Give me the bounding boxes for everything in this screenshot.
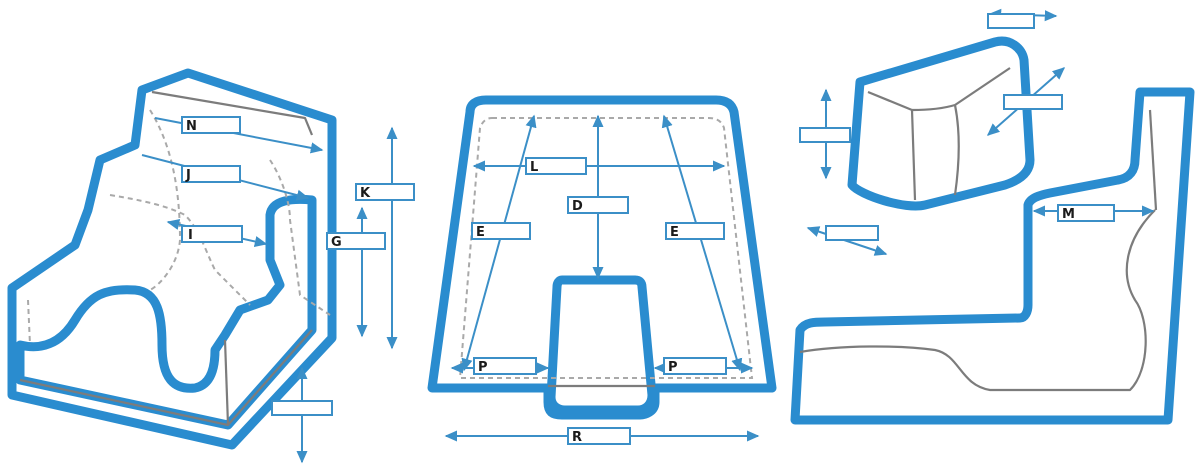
dim-label-m-text: M — [1062, 207, 1075, 222]
dim-label-l: L — [525, 157, 587, 175]
chaise-cushion-seat-shape — [799, 209, 1156, 392]
corner-cushion-back-top — [151, 90, 314, 136]
dim-label-p-right-text: P — [668, 360, 678, 375]
chaise-cushion-outline — [790, 87, 1195, 425]
bolster-cushion-side — [953, 104, 960, 196]
corner-cushion-seat-cutout — [15, 194, 317, 430]
dim-label-n-text: N — [186, 119, 197, 134]
chaise-cushion-back-top — [1148, 109, 1158, 211]
corner-cushion-seam-2 — [109, 194, 251, 306]
dim-label-d-text: D — [572, 199, 583, 214]
dim-bolster-height-box — [799, 127, 851, 143]
dim-label-e-right-text: E — [670, 225, 679, 240]
bench-cushion-inner-dashed — [458, 117, 754, 379]
corner-cushion-front-edge — [223, 339, 230, 426]
dim-label-m: M — [1057, 204, 1115, 222]
dim-e-left-line — [461, 114, 537, 372]
dim-label-k: K — [355, 183, 415, 201]
dim-label-e-right: E — [665, 222, 725, 240]
dim-label-d: D — [567, 196, 629, 214]
dim-label-j: J — [181, 165, 241, 183]
corner-cushion-seam-4 — [27, 299, 31, 346]
dim-label-g-text: G — [331, 235, 342, 250]
dim-label-r-text: R — [572, 430, 582, 445]
dim-width-box — [987, 13, 1035, 29]
dim-depth-box — [1003, 94, 1063, 110]
dim-label-e-left-text: E — [476, 225, 485, 240]
dim-label-i-text: I — [188, 228, 193, 243]
corner-cushion-seam-3 — [269, 159, 331, 316]
dim-label-p-left: P — [473, 357, 537, 375]
dim-label-g: G — [326, 232, 386, 250]
dim-label-p-right: P — [663, 357, 727, 375]
dim-label-k-text: K — [360, 186, 371, 201]
dim-label-l-text: L — [530, 160, 538, 175]
dim-label-i: I — [181, 225, 243, 243]
corner-cushion — [7, 68, 337, 450]
dim-label-e-left: E — [471, 222, 531, 240]
dim-angle-box — [825, 225, 879, 241]
bolster-cushion — [799, 8, 1066, 256]
dim-label-p-left-text: P — [478, 360, 488, 375]
dim-label-r: R — [567, 427, 631, 445]
dim-label-j-text: J — [185, 168, 191, 183]
bolster-cushion-outline — [847, 36, 1035, 211]
bench-cushion-center-cutout — [546, 275, 657, 415]
dim-label-n: N — [181, 116, 241, 134]
dim-height-box — [271, 400, 333, 416]
dim-e-right-line — [661, 114, 743, 372]
